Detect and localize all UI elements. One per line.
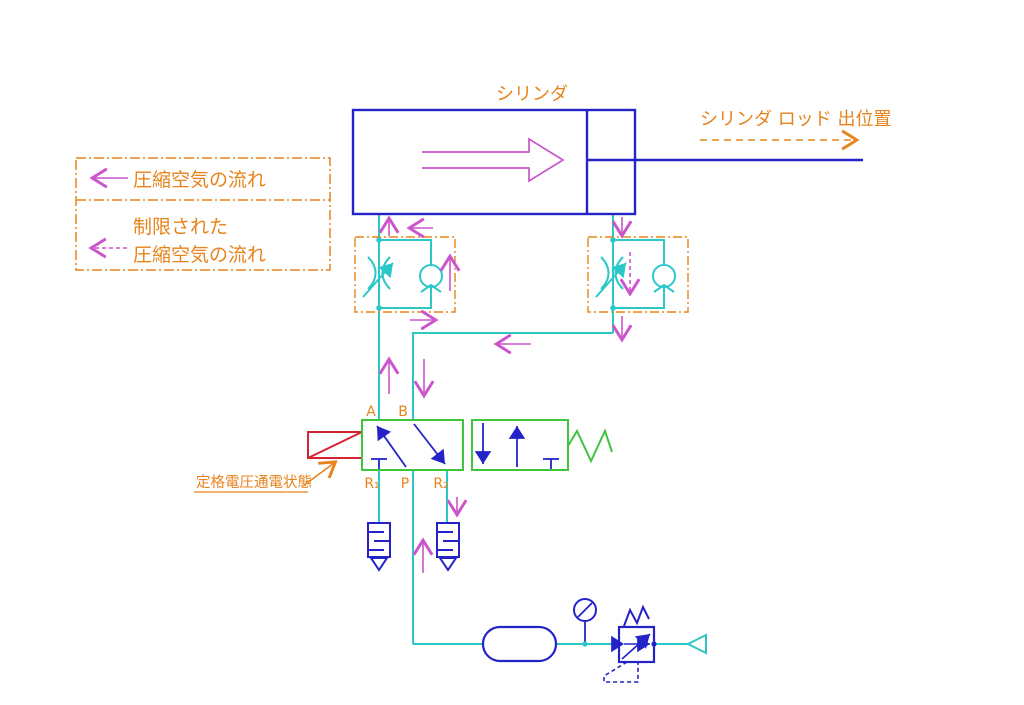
check-valve-left — [419, 264, 443, 288]
port-label-r2: R₂ — [433, 476, 448, 492]
valve-path-b-to-r2 — [413, 423, 446, 465]
junction-dot — [376, 237, 382, 243]
legend-text-restricted-1: 制限された — [133, 216, 228, 238]
rod-position-label: シリンダ ロッド 出位置 — [700, 109, 891, 130]
air-source-triangle — [685, 633, 707, 655]
speed-controller-left-symbol — [362, 239, 443, 309]
throttle-adjust-arrow-left — [362, 262, 394, 298]
cylinder-title: シリンダ — [496, 84, 568, 105]
cylinder: シリンダ — [351, 84, 863, 216]
throttle-arc — [367, 256, 377, 290]
solenoid-state-annotation: 定格電圧通電状態 — [194, 460, 338, 493]
solenoid-state-label: 定格電圧通電状態 — [196, 474, 312, 491]
check-valve-right — [652, 264, 676, 288]
solenoid-pointer-arrow — [302, 460, 338, 487]
air-tank — [481, 625, 558, 663]
pipe-to-port-b — [412, 332, 613, 420]
silencer-left — [367, 522, 391, 572]
check-valve-seat-left — [420, 283, 442, 293]
gauge-needle — [577, 602, 593, 618]
junction-dot — [376, 305, 382, 311]
valve-flow-paths — [371, 423, 559, 469]
silencer-outlet — [438, 557, 458, 572]
junction-dot — [610, 305, 616, 311]
throttle-arc — [600, 256, 610, 290]
junction-dot — [651, 641, 657, 647]
port-label-r1: R₁ — [364, 476, 379, 492]
legend-text-restricted-2: 圧縮空気の流れ — [133, 244, 266, 266]
junction-dot — [616, 641, 622, 647]
legend-border — [75, 157, 331, 271]
junction-dot — [582, 641, 588, 647]
legend-text-compressed-air: 圧縮空気の流れ — [133, 169, 266, 191]
valve-return-spring — [567, 428, 613, 464]
air-supply-group — [481, 598, 707, 683]
regulator-adjust-arrow — [621, 633, 651, 660]
regulator-pilot-line — [603, 661, 639, 683]
silencer-right — [436, 522, 460, 572]
solenoid-valve: A B R₁ P R₂ — [307, 404, 613, 492]
check-valve-seat-right — [653, 283, 675, 293]
regulator-spring — [623, 604, 650, 627]
speed-controller-right-symbol — [595, 239, 676, 309]
silencer-outlet — [369, 557, 389, 572]
flow-arrows — [378, 215, 641, 573]
valve-position-right — [471, 419, 569, 471]
port-label-b: B — [398, 404, 408, 420]
legend-box: 圧縮空気の流れ 制限された 圧縮空気の流れ — [75, 157, 331, 271]
speed-controller-left-frame — [354, 236, 456, 313]
cylinder-body — [351, 108, 637, 216]
port-label-a: A — [366, 404, 376, 420]
junction-dot — [610, 237, 616, 243]
piston-motion-arrow — [422, 137, 565, 183]
throttle-adjust-arrow-right — [595, 262, 627, 298]
port-label-p: P — [401, 476, 409, 492]
valve-path-p-to-a — [376, 425, 407, 468]
speed-controller-left — [354, 236, 456, 313]
speed-controller-right — [587, 236, 689, 313]
solenoid-coil-diagonal — [307, 431, 363, 459]
speed-controller-right-frame — [587, 236, 689, 313]
rod-position-annotation: シリンダ ロッド 出位置 — [700, 109, 891, 151]
